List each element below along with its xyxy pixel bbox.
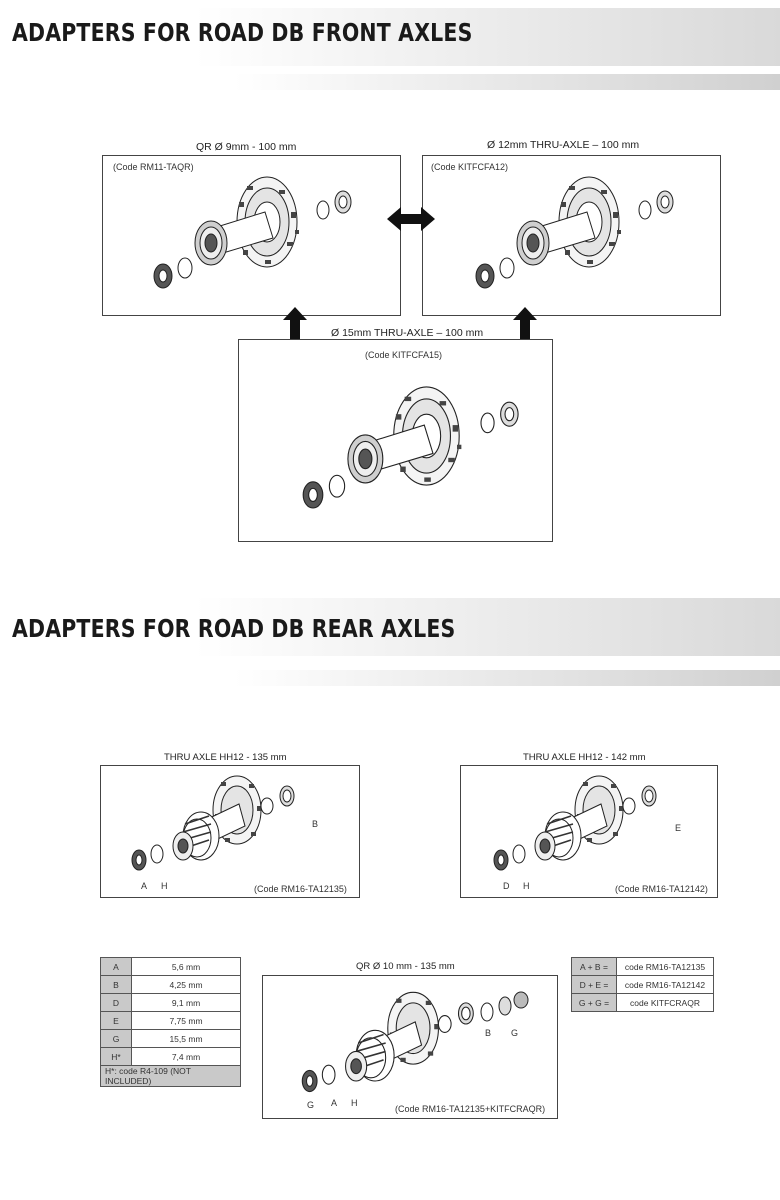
- size-value: 4,25 mm: [131, 975, 241, 994]
- label-e: E: [675, 823, 682, 833]
- hh142-code: (Code RM16-TA12142): [615, 884, 708, 894]
- qr10-title: QR Ø 10 mm - 135 mm: [356, 961, 455, 972]
- combo-key: D + E =: [571, 975, 617, 994]
- rear-header-band: [0, 598, 780, 656]
- hh135-title: THRU AXLE HH12 - 135 mm: [164, 752, 287, 763]
- kit-code-table: A + B =code RM16-TA12135 D + E =code RM1…: [571, 957, 714, 1012]
- combo-code: code RM16-TA12142: [616, 975, 714, 994]
- qr10-panel: G A H B G (Code RM16-TA12135+KITFCRAQR): [262, 975, 558, 1119]
- qr-endcap-parts-icon: [480, 991, 529, 1022]
- size-key: D: [100, 993, 132, 1012]
- front-hub-exploded-icon: [302, 386, 519, 509]
- rear-hub-exploded-icon: [493, 775, 657, 871]
- front-header-band: [0, 8, 780, 66]
- rear-section-heading: ADAPTERS FOR ROAD DB REAR AXLES: [12, 614, 456, 643]
- ta15-code: (Code KITFCFA15): [365, 350, 443, 360]
- size-key: B: [100, 975, 132, 994]
- combo-code: code RM16-TA12135: [616, 957, 714, 976]
- front-section-heading: ADAPTERS FOR ROAD DB FRONT AXLES: [12, 18, 473, 47]
- rear-hub-exploded-icon: [301, 991, 475, 1093]
- qr9-title: QR Ø 9mm - 100 mm: [196, 141, 297, 153]
- label-h: H: [351, 1098, 358, 1108]
- table-row: H*: code R4-109 (NOT INCLUDED): [100, 1065, 241, 1087]
- size-value: 7,75 mm: [131, 1011, 241, 1030]
- front-hub-exploded-icon: [475, 176, 674, 289]
- size-key: G: [100, 1029, 132, 1048]
- combo-key: A + B =: [571, 957, 617, 976]
- hh142-title: THRU AXLE HH12 - 142 mm: [523, 752, 646, 763]
- size-key: E: [100, 1011, 132, 1030]
- size-table-note: H*: code R4-109 (NOT INCLUDED): [100, 1065, 241, 1087]
- label-b: B: [485, 1028, 492, 1038]
- size-value: 5,6 mm: [131, 957, 241, 976]
- rear-hub-exploded-icon: [131, 775, 295, 871]
- qr9-panel: (Code RM11-TAQR): [102, 155, 401, 316]
- table-row: H*7,4 mm: [100, 1047, 241, 1066]
- size-value: 7,4 mm: [131, 1047, 241, 1066]
- table-row: G + G =code KITFCRAQR: [571, 993, 714, 1012]
- front-hub-exploded-icon: [153, 176, 352, 289]
- hh135-code: (Code RM16-TA12135): [254, 884, 347, 894]
- combo-code: code KITFCRAQR: [616, 993, 714, 1012]
- size-value: 15,5 mm: [131, 1029, 241, 1048]
- hh142-panel: D H E (Code RM16-TA12142): [460, 765, 718, 898]
- ta12-code: (Code KITFCFA12): [431, 162, 509, 172]
- label-a: A: [331, 1098, 338, 1108]
- combo-key: G + G =: [571, 993, 617, 1012]
- label-g: G: [511, 1028, 519, 1038]
- rear-header-rule: [0, 670, 780, 686]
- table-row: D + E =code RM16-TA12142: [571, 975, 714, 994]
- size-value: 9,1 mm: [131, 993, 241, 1012]
- qr10-code: (Code RM16-TA12135+KITFCRAQR): [395, 1104, 546, 1114]
- ta12-title: Ø 12mm THRU-AXLE – 100 mm: [487, 139, 640, 151]
- size-key: H*: [100, 1047, 132, 1066]
- label-b: B: [312, 819, 319, 829]
- table-row: A + B =code RM16-TA12135: [571, 957, 714, 976]
- hh135-panel: A H B (Code RM16-TA12135): [100, 765, 360, 898]
- label-d: D: [503, 881, 510, 891]
- label-g: G: [307, 1100, 315, 1110]
- ta15-title: Ø 15mm THRU-AXLE – 100 mm: [327, 327, 488, 339]
- ta15-panel: Ø 15mm THRU-AXLE – 100 mm (Code KITFCFA1…: [238, 327, 553, 542]
- qr9-code: (Code RM11-TAQR): [113, 162, 194, 172]
- double-arrow-horizontal-icon: [387, 207, 435, 231]
- ta12-panel: (Code KITFCFA12): [422, 155, 721, 316]
- label-h: H: [161, 881, 168, 891]
- label-h: H: [523, 881, 530, 891]
- label-a: A: [141, 881, 148, 891]
- front-header-rule: [0, 74, 780, 90]
- size-key: A: [100, 957, 132, 976]
